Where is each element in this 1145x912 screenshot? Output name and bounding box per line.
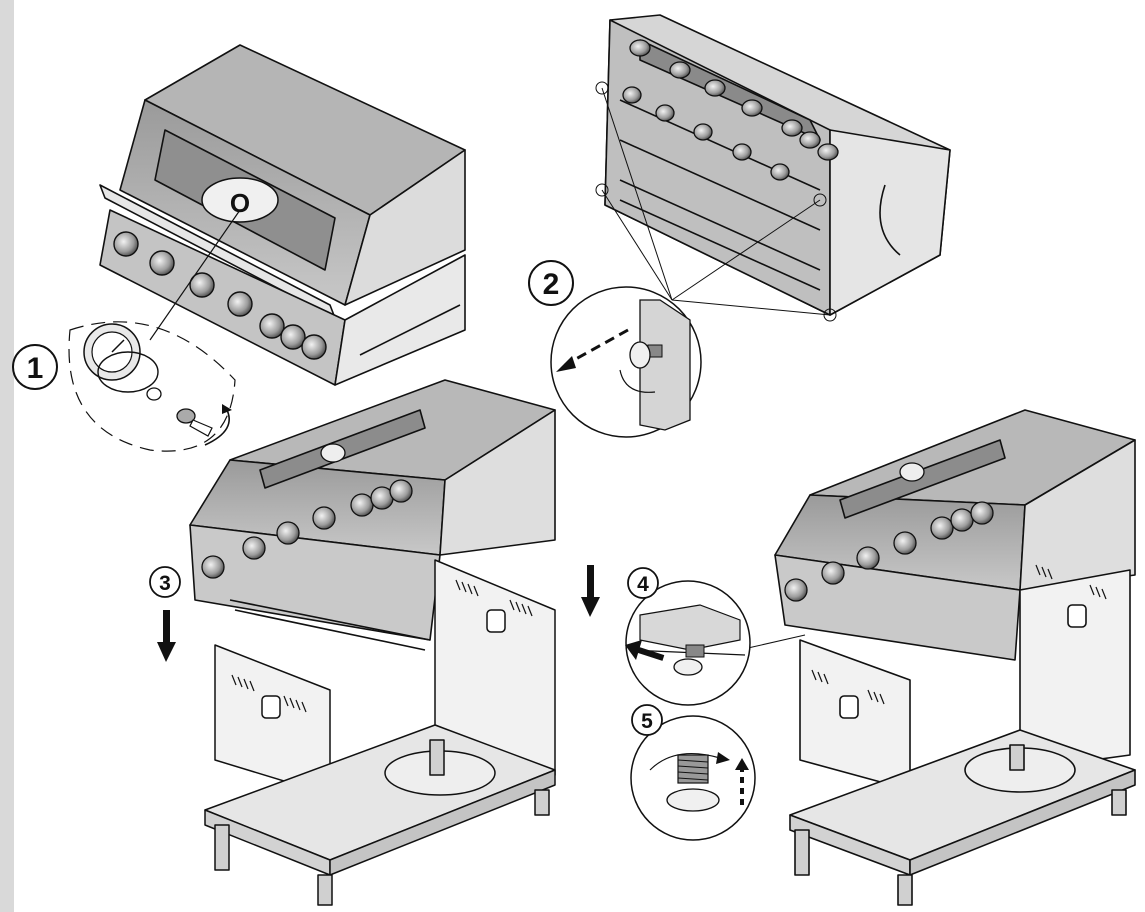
screw-icon — [673, 644, 705, 676]
screw-detail-step2 — [550, 286, 702, 438]
leader-lines-step2 — [595, 81, 837, 322]
control-knobs-assembled — [784, 501, 994, 602]
rotation-arrow-icon — [649, 752, 721, 771]
arrow-down-icon — [157, 565, 600, 662]
control-knobs-step1 — [113, 231, 327, 360]
gauge-label: O — [230, 188, 250, 218]
vent-slots-assembled — [811, 564, 1107, 705]
page-margin-strip — [0, 0, 14, 912]
wing-nut-icon — [176, 408, 213, 437]
thermometer-detail-step1 — [68, 321, 236, 452]
washer-icon — [146, 387, 162, 401]
step-4-label: 4 — [627, 567, 659, 599]
grill-assembled — [774, 409, 1136, 906]
svg-text:5: 5 — [641, 710, 653, 733]
step-5-label: 5 — [631, 704, 663, 736]
cart-frame-step3 — [204, 559, 556, 906]
arrow-left-icon — [637, 647, 665, 661]
leveling-foot-detail-step5 — [630, 715, 756, 841]
bolt-detail-step4 — [625, 580, 751, 706]
svg-text:1: 1 — [27, 352, 44, 385]
gauge-assembled — [899, 462, 925, 482]
leader-line-step1 — [149, 209, 241, 341]
svg-text:2: 2 — [543, 268, 560, 301]
step-3-label: 3 — [149, 566, 181, 598]
svg-text:4: 4 — [637, 573, 649, 596]
screw-icon — [629, 341, 663, 369]
arrow-left-icon — [564, 328, 629, 367]
control-knobs-step3 — [201, 479, 413, 579]
step-1-label: 1 — [12, 344, 58, 390]
control-knobs-step2 — [622, 39, 839, 181]
leader-line-step4 — [747, 634, 806, 649]
svg-text:3: 3 — [159, 572, 171, 595]
vent-slots-step3 — [231, 579, 533, 713]
gauge-step3 — [320, 443, 346, 463]
step-2-label: 2 — [528, 260, 574, 306]
thermometer-gauge-icon: O — [201, 177, 279, 223]
